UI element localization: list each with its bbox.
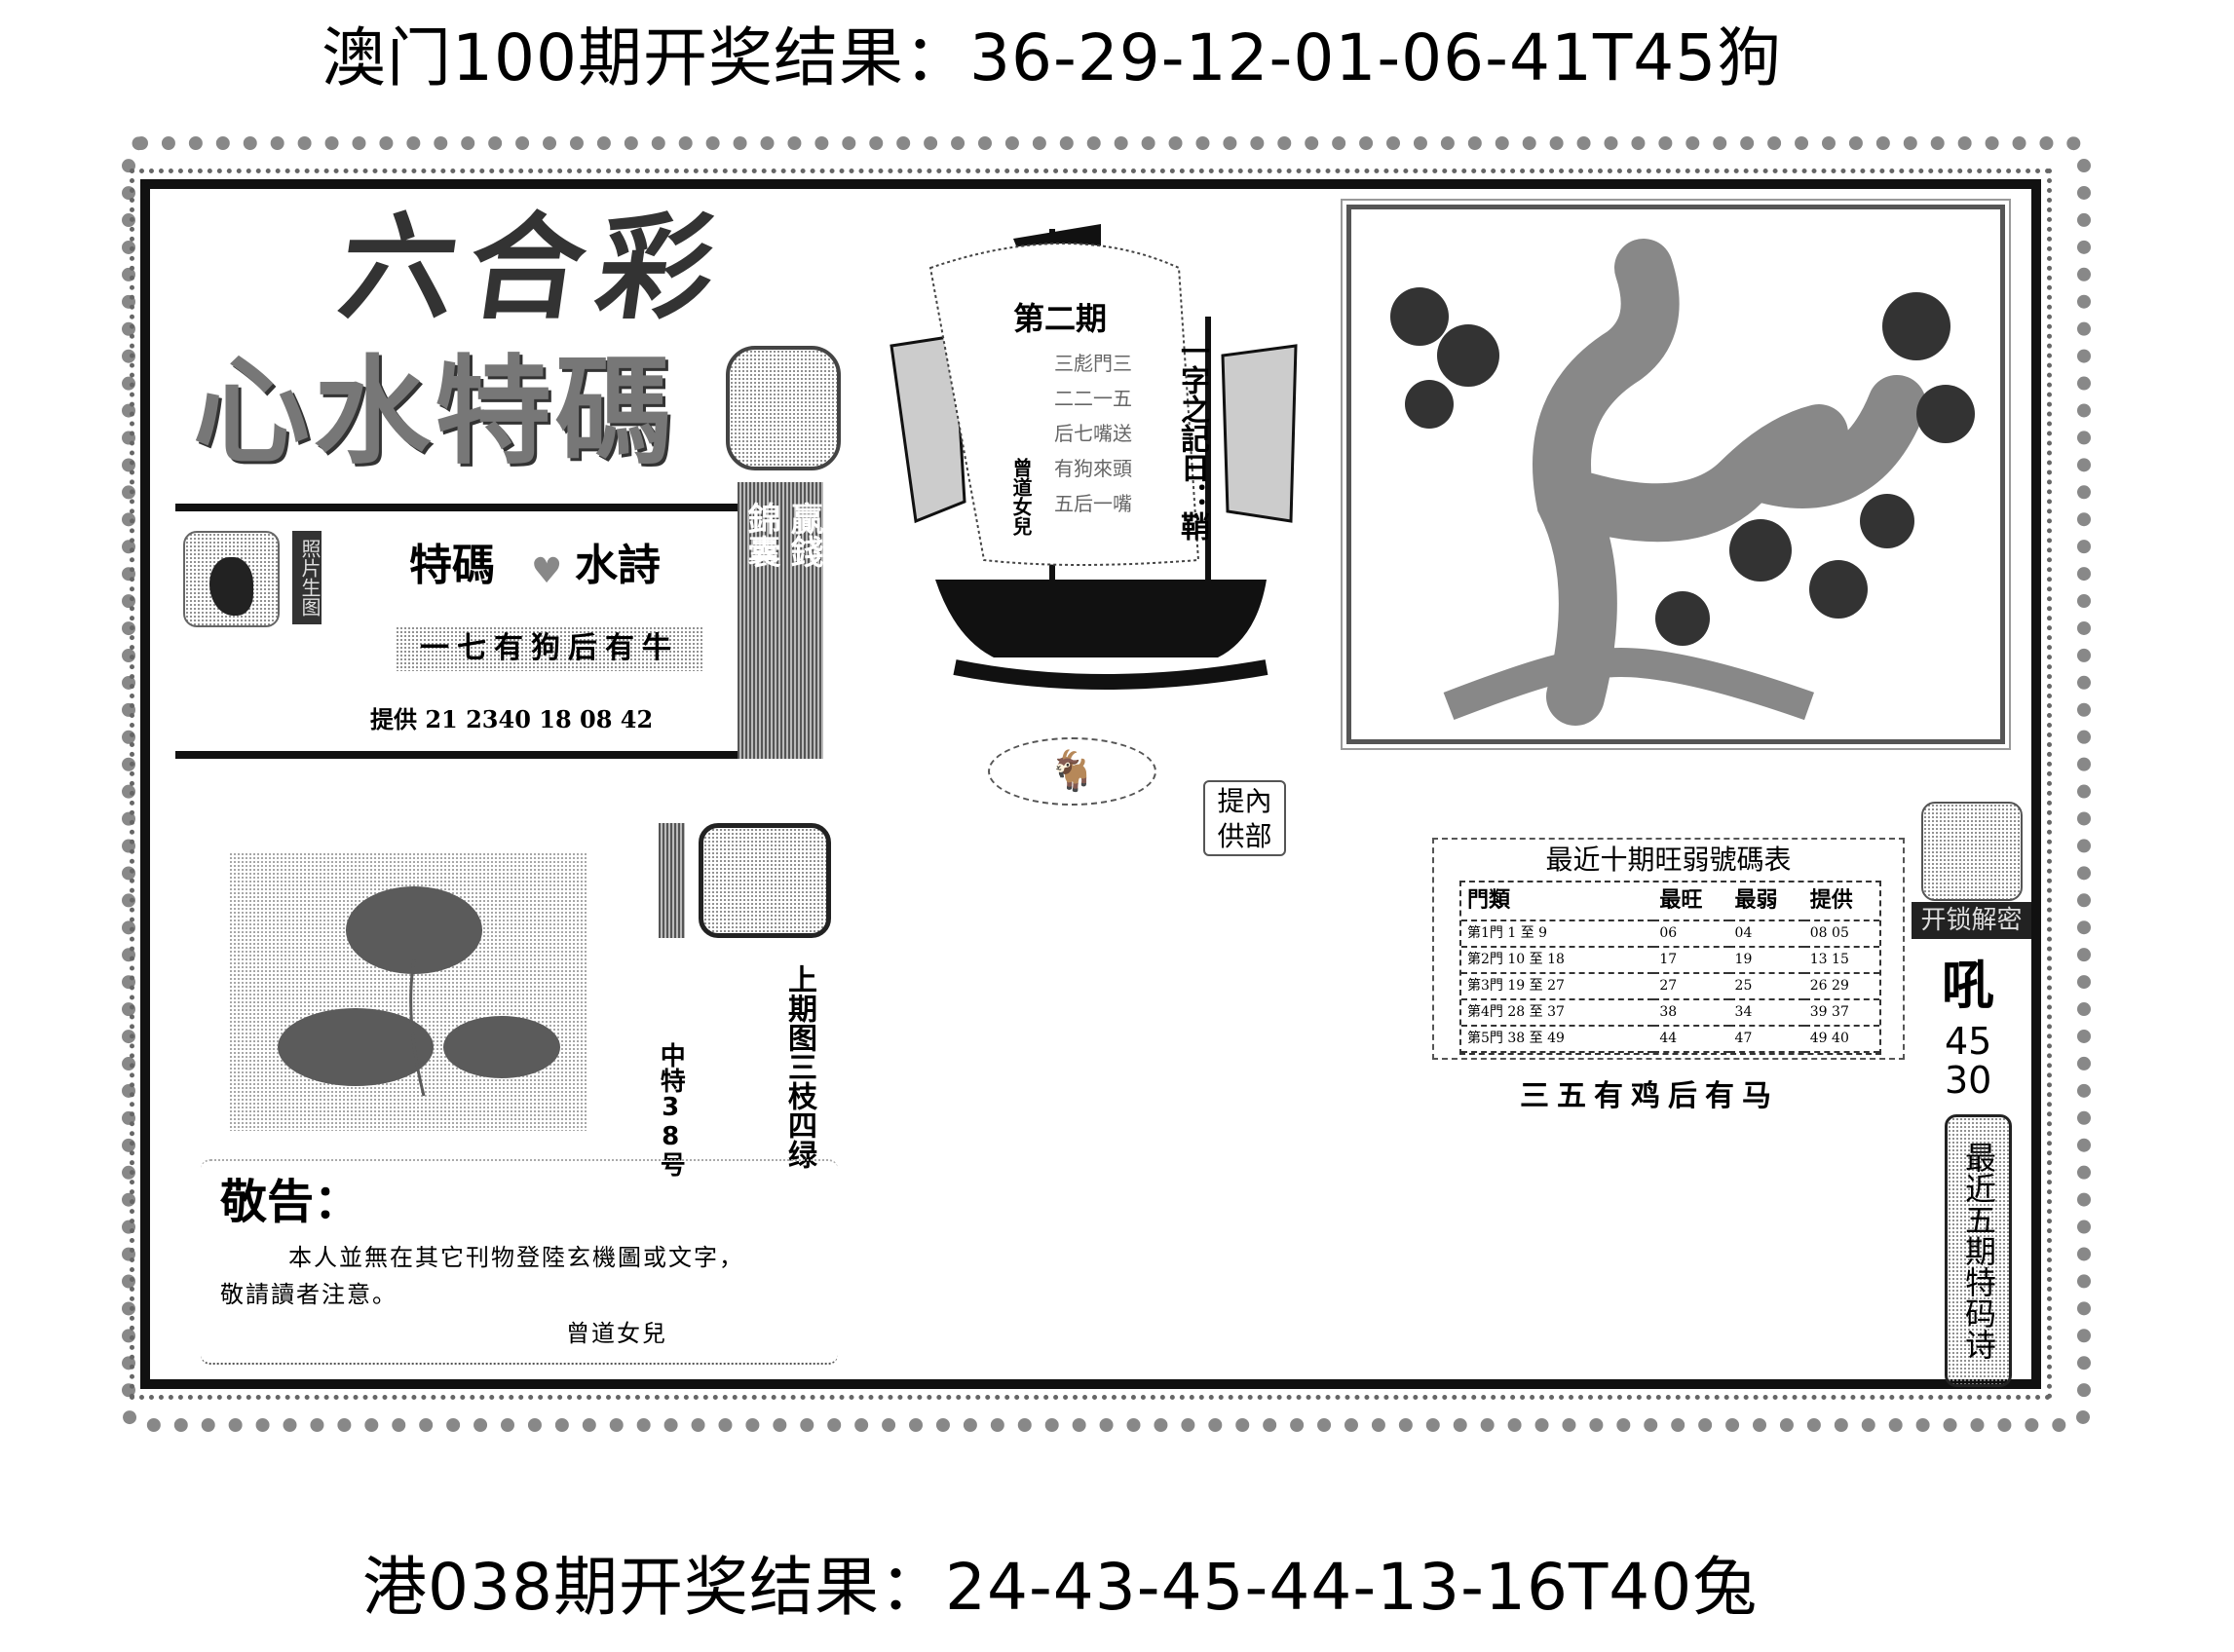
col-header: 提供 bbox=[1803, 882, 1879, 921]
cell: 第4門 28 至 37 bbox=[1461, 998, 1654, 1027]
hk-result-headline: 港038期开奖结果：24-43-45-44-13-16T40兔 bbox=[362, 1550, 1759, 1625]
notice-body-2: 敬請讀者注意。 bbox=[220, 1281, 398, 1308]
goat-icon: 🐐 bbox=[988, 737, 1156, 806]
poem-title-left: 特碼 bbox=[409, 541, 495, 590]
macau-result-headline: 澳门100期开奖结果：36-29-12-01-06-41T45狗 bbox=[322, 20, 1783, 95]
cell: 49 40 bbox=[1803, 1025, 1879, 1053]
ship-illustration bbox=[890, 224, 1298, 690]
cell: 34 bbox=[1728, 998, 1804, 1027]
recent-poem-label: 最近五期特码诗 bbox=[1945, 1114, 2012, 1387]
cell: 13 15 bbox=[1803, 946, 1879, 974]
unlock-banner: 开锁解密 bbox=[1912, 902, 2031, 939]
clue-character: 吼 bbox=[1942, 955, 1994, 1016]
ship-author: 曾道女兒 bbox=[1009, 458, 1033, 536]
clue-number-1: 45 bbox=[1945, 1020, 1992, 1063]
last-period-hit: 中特38号 bbox=[656, 1042, 686, 1177]
special-poem-box: 照片生图 特碼 ♥ 水詩 一七有狗后有牛 提供 21 2340 18 08 42 bbox=[175, 504, 738, 759]
cell: 26 29 bbox=[1803, 972, 1879, 1000]
bird-icon bbox=[183, 531, 280, 627]
ship-period: 第二期 bbox=[1013, 300, 1108, 337]
cell: 44 bbox=[1653, 1025, 1729, 1053]
cell: 27 bbox=[1653, 972, 1729, 1000]
cell: 08 05 bbox=[1803, 920, 1879, 948]
notice-box: 敬告： 本人並無在其它刊物登陸玄機圖或文字， 敬請讀者注意。 曾道女兒 bbox=[201, 1159, 838, 1365]
ship-poem-line: 后七嘴送 bbox=[1054, 422, 1132, 445]
ship-poem: 三彪門三 二二一五 后七嘴送 有狗來頭 五后一嘴 bbox=[1054, 346, 1171, 521]
ship-poem-line: 三彪門三 bbox=[1054, 352, 1132, 375]
table-title: 最近十期旺弱號碼表 bbox=[1545, 844, 1792, 876]
side-label: 照片生图 bbox=[292, 531, 322, 624]
lotus-picture bbox=[229, 852, 587, 1131]
main-frame bbox=[130, 169, 2052, 1400]
ship-poem-line: 五后一嘴 bbox=[1054, 492, 1132, 515]
strip-jinnang: 錦囊 bbox=[738, 482, 780, 759]
cell: 19 bbox=[1728, 946, 1804, 974]
col-header: 門類 bbox=[1461, 882, 1654, 921]
lotus-leaf-icon bbox=[278, 886, 560, 1097]
heart-icon: ♥ bbox=[531, 551, 563, 591]
tree-picture bbox=[1341, 199, 2011, 750]
ship-poem-line: 二二一五 bbox=[1054, 387, 1132, 410]
cell: 04 bbox=[1728, 920, 1804, 948]
ship-riddle: 一字之記日：鞘 bbox=[1175, 336, 1209, 541]
col-header: 最旺 bbox=[1653, 882, 1729, 921]
crane-icon bbox=[1921, 802, 2023, 901]
decorative-border bbox=[122, 136, 2091, 1432]
leaf-icon bbox=[699, 823, 831, 938]
cell: 第2門 10 至 18 bbox=[1461, 946, 1654, 974]
clue-number-2: 30 bbox=[1945, 1059, 1992, 1102]
notice-signature: 曾道女兒 bbox=[566, 1320, 667, 1347]
ship-poem-line: 有狗來頭 bbox=[1054, 457, 1132, 480]
cell: 第1門 1 至 9 bbox=[1461, 920, 1654, 948]
notice-title: 敬告： bbox=[220, 1175, 361, 1229]
gray-strip bbox=[659, 823, 685, 938]
strip-yingqian: 贏錢 bbox=[780, 482, 823, 759]
cell: 17 bbox=[1653, 946, 1729, 974]
notice-body-1: 本人並無在其它刊物登陸玄機圖或文字， bbox=[288, 1244, 744, 1271]
masthead-subtitle: 心水特碼 bbox=[193, 345, 676, 480]
poem-title-right: 水詩 bbox=[575, 541, 661, 590]
cell: 38 bbox=[1653, 998, 1729, 1027]
cell: 第5門 38 至 49 bbox=[1461, 1025, 1654, 1053]
special-poem: 一七有狗后有牛 bbox=[396, 626, 703, 671]
table-header-row: 門類 最旺 最弱 提供 bbox=[1461, 882, 1879, 921]
table-poem: 三五有鸡后有马 bbox=[1520, 1079, 1779, 1113]
masthead-title: 六合彩 bbox=[331, 201, 737, 335]
bonsai-tree-icon bbox=[1390, 239, 1975, 726]
internal-provide-label: 提內供部 bbox=[1203, 780, 1286, 856]
cell: 39 37 bbox=[1803, 998, 1879, 1027]
seal-icon bbox=[726, 346, 841, 470]
col-header: 最弱 bbox=[1728, 882, 1804, 921]
cell: 06 bbox=[1653, 920, 1729, 948]
cell: 25 bbox=[1728, 972, 1804, 1000]
provide-numbers: 提供 21 2340 18 08 42 bbox=[370, 705, 654, 733]
cell: 47 bbox=[1728, 1025, 1804, 1053]
cell: 第3門 19 至 27 bbox=[1461, 972, 1654, 1000]
last-period-label: 上期图三枝四绿 bbox=[782, 964, 816, 1169]
